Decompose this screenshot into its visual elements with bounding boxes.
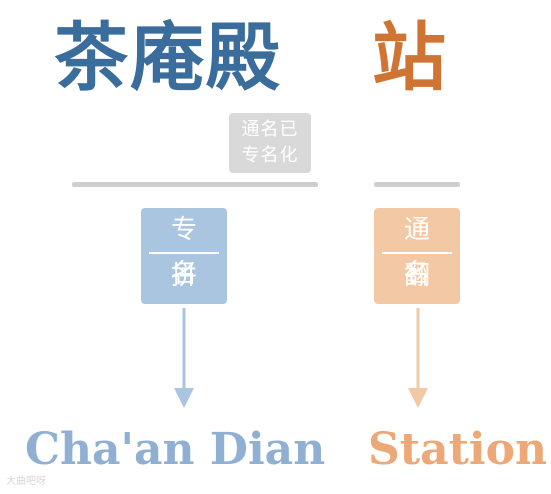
generic-became-proper-badge: 通名已 专名化 bbox=[229, 113, 311, 173]
down-arrow-icon bbox=[174, 308, 194, 408]
right-divider bbox=[374, 182, 460, 187]
badge-line-2: 专名化 bbox=[241, 145, 299, 166]
down-arrow-icon bbox=[408, 308, 428, 408]
left-divider bbox=[72, 182, 318, 187]
generic-name-title: 站 bbox=[372, 15, 446, 101]
step-right-line-2: 翻译 bbox=[403, 261, 444, 335]
step-right-separator bbox=[382, 252, 452, 254]
proper-name-title: 茶庵殿 bbox=[54, 15, 282, 101]
proper-name-spelling-box: 专名 拼写 bbox=[141, 208, 227, 335]
step-left-line-1: 专名 bbox=[170, 215, 211, 289]
romanized-name: Cha'an Dian bbox=[25, 424, 326, 475]
arrow-head bbox=[408, 388, 428, 408]
step-left-separator bbox=[149, 252, 219, 254]
generic-name-translation-box: 通名 翻译 bbox=[374, 208, 460, 335]
step-right-line-1: 通名 bbox=[403, 215, 444, 289]
badge-line-1: 通名已 bbox=[241, 119, 299, 140]
watermark: 大曲吧呀 bbox=[6, 476, 46, 487]
translated-generic: Station bbox=[368, 424, 547, 475]
step-left-line-2: 拼写 bbox=[170, 261, 211, 335]
arrow-head bbox=[174, 388, 194, 408]
